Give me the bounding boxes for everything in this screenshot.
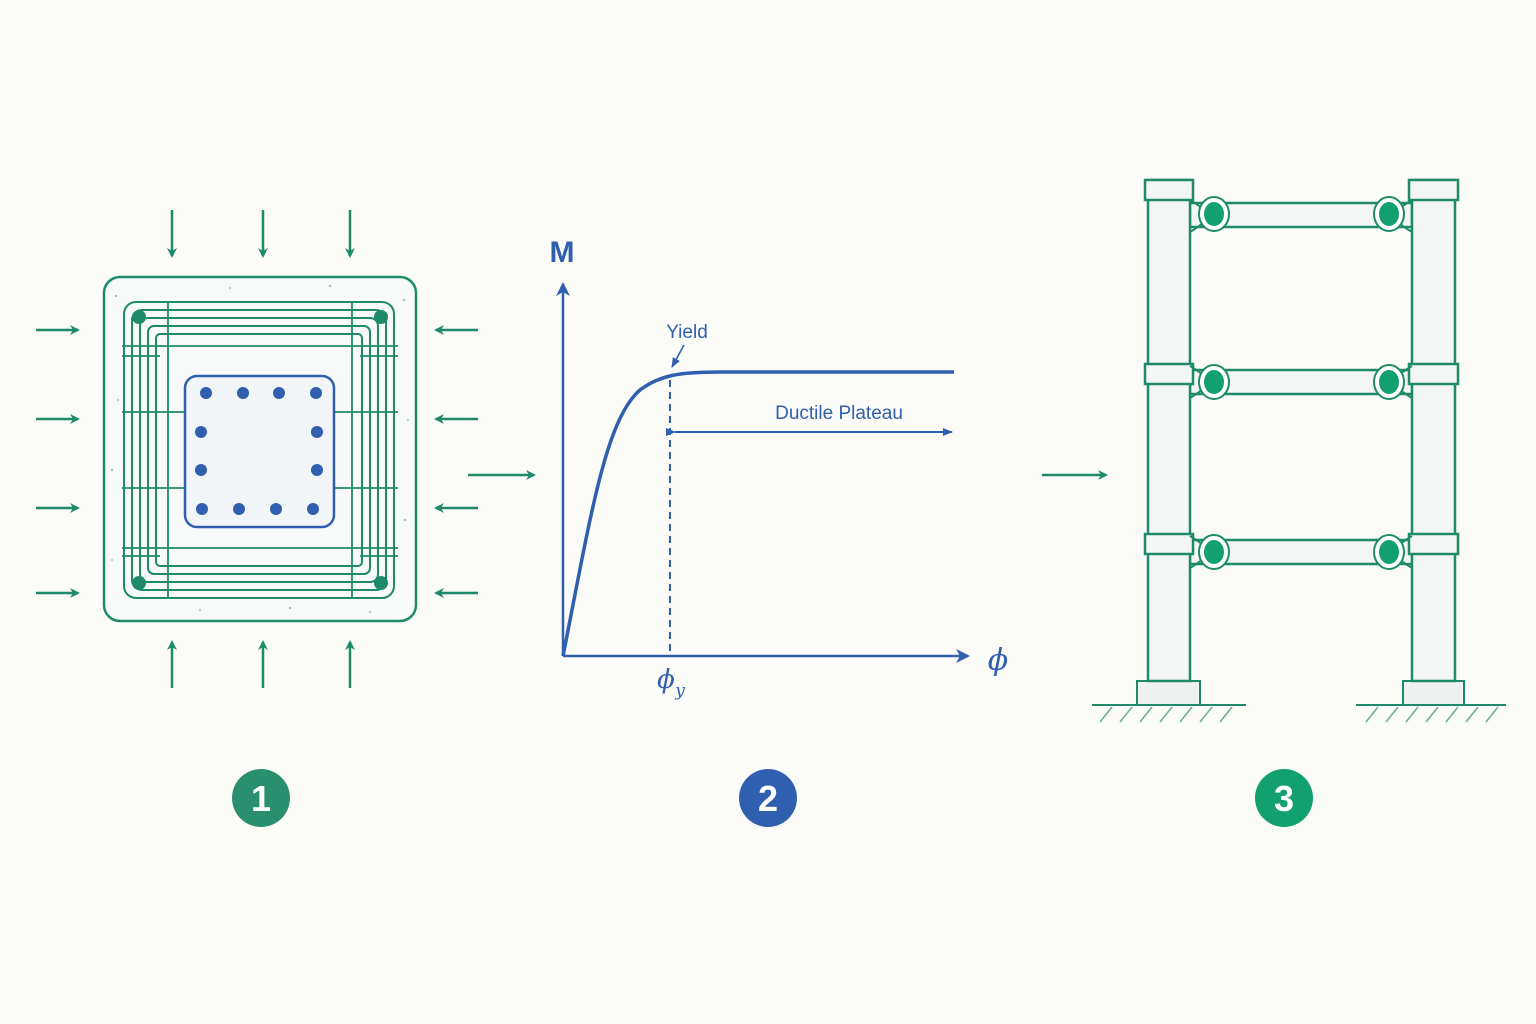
plastic-hinge — [1198, 364, 1230, 400]
moment-curvature-curve — [561, 370, 954, 657]
phi-y-subscript: y — [674, 681, 685, 701]
frame-columns — [1143, 178, 1460, 683]
plastic-hinges — [1198, 196, 1405, 570]
rebar-cage-lines — [122, 302, 398, 598]
step-badge-2-label: 2 — [758, 778, 778, 819]
x-axis-label: ϕ — [988, 643, 1008, 678]
right-footing — [1402, 680, 1465, 706]
confinement-hoops — [123, 301, 395, 599]
moment-curvature-panel: M ϕ Yield ϕ y Ductile Plateau 2 — [550, 236, 1008, 827]
right-column — [1410, 178, 1457, 683]
yield-label: Yield — [666, 322, 708, 343]
left-column — [1146, 178, 1192, 683]
frame-panel: 3 — [1092, 178, 1506, 827]
longitudinal-rebars — [195, 387, 323, 515]
fixed-support-ground — [1092, 704, 1506, 723]
step-badge-1: 1 — [232, 769, 290, 827]
yield-pointer — [671, 344, 685, 368]
ductile-plateau-label: Ductile Plateau — [775, 403, 903, 424]
step-badge-1-label: 1 — [251, 778, 271, 819]
plastic-hinge — [1198, 534, 1230, 570]
plastic-hinge — [1373, 534, 1405, 570]
step-badge-3: 3 — [1255, 769, 1313, 827]
phi-y-label: ϕ — [657, 665, 675, 695]
yield-curvature-tick-label: ϕ y — [657, 665, 685, 701]
confined-core — [183, 374, 336, 529]
step-badge-2: 2 — [739, 769, 797, 827]
confining-pressure-arrows — [36, 210, 478, 688]
concrete-aggregate-specks — [110, 284, 409, 613]
plastic-hinge — [1198, 196, 1230, 232]
plastic-hinge — [1373, 196, 1405, 232]
step-badge-3-label: 3 — [1274, 778, 1294, 819]
left-footing — [1136, 680, 1201, 706]
y-axis-label: M — [550, 236, 575, 269]
plastic-hinge — [1373, 364, 1405, 400]
confined-section-panel: 1 — [36, 210, 478, 827]
corner-rebars — [132, 310, 388, 590]
